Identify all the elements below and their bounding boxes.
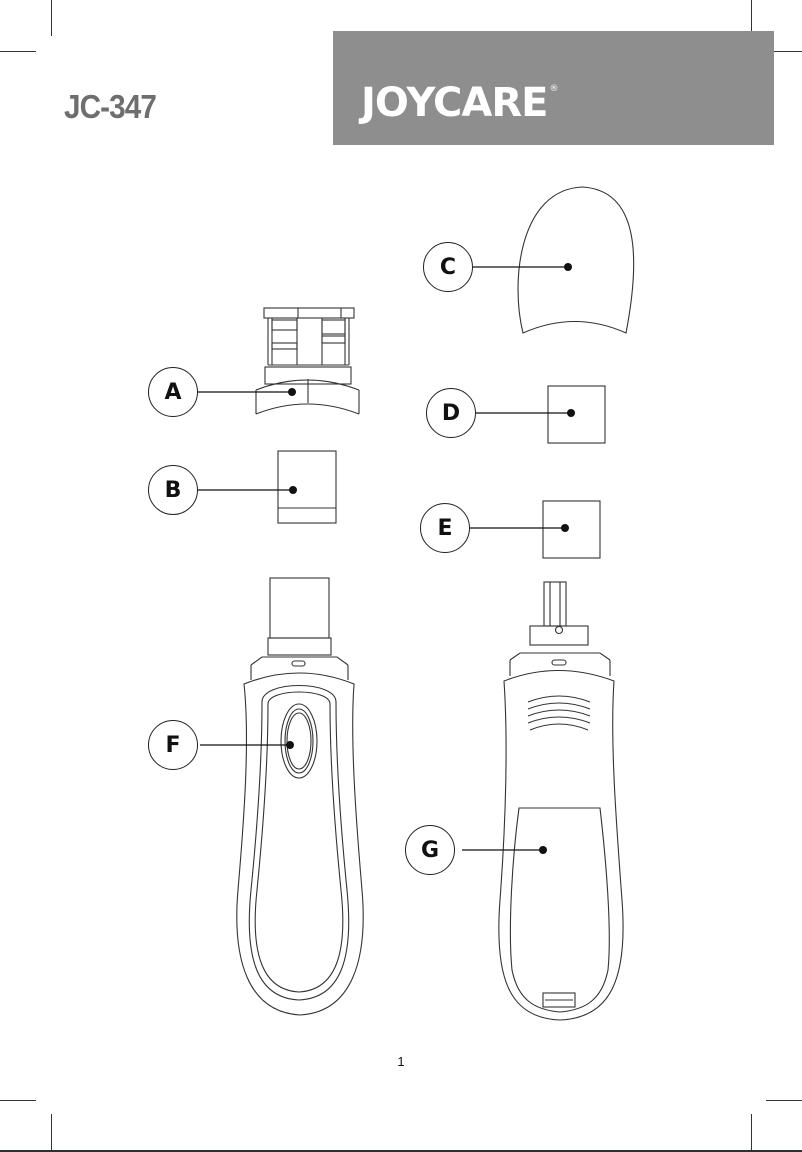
callout-e: E bbox=[420, 503, 470, 553]
callout-a: A bbox=[148, 367, 198, 417]
registered-mark: ® bbox=[549, 84, 558, 94]
leader-lines bbox=[198, 266, 571, 851]
brand-banner: JOYCARE® bbox=[333, 31, 774, 145]
part-e-drawing bbox=[542, 500, 601, 559]
callout-b: B bbox=[148, 465, 198, 515]
crop-mark bbox=[0, 51, 36, 52]
page-number: 1 bbox=[397, 1054, 405, 1069]
model-number: JC-347 bbox=[64, 88, 157, 125]
crop-mark bbox=[766, 1100, 802, 1101]
crop-mark bbox=[0, 1100, 36, 1101]
crop-mark bbox=[766, 51, 802, 52]
brand-name: JOYCARE bbox=[361, 80, 548, 126]
part-b-drawing bbox=[277, 450, 337, 524]
brand-logo: JOYCARE® bbox=[361, 80, 558, 126]
crop-mark bbox=[51, 0, 52, 36]
callout-d: D bbox=[426, 388, 476, 438]
part-d-drawing bbox=[547, 385, 606, 444]
bottom-edge bbox=[0, 1150, 802, 1152]
crop-mark bbox=[751, 1114, 752, 1152]
part-c-drawing bbox=[517, 186, 635, 334]
crop-mark bbox=[751, 0, 752, 36]
device-front-drawing bbox=[236, 577, 364, 1016]
crop-mark bbox=[51, 1114, 52, 1152]
callout-g: G bbox=[405, 825, 455, 875]
callout-c: C bbox=[423, 242, 473, 292]
part-a-drawing bbox=[255, 307, 360, 415]
callout-f: F bbox=[148, 720, 198, 770]
device-back-drawing bbox=[498, 581, 624, 1021]
leader-dots bbox=[286, 263, 575, 854]
